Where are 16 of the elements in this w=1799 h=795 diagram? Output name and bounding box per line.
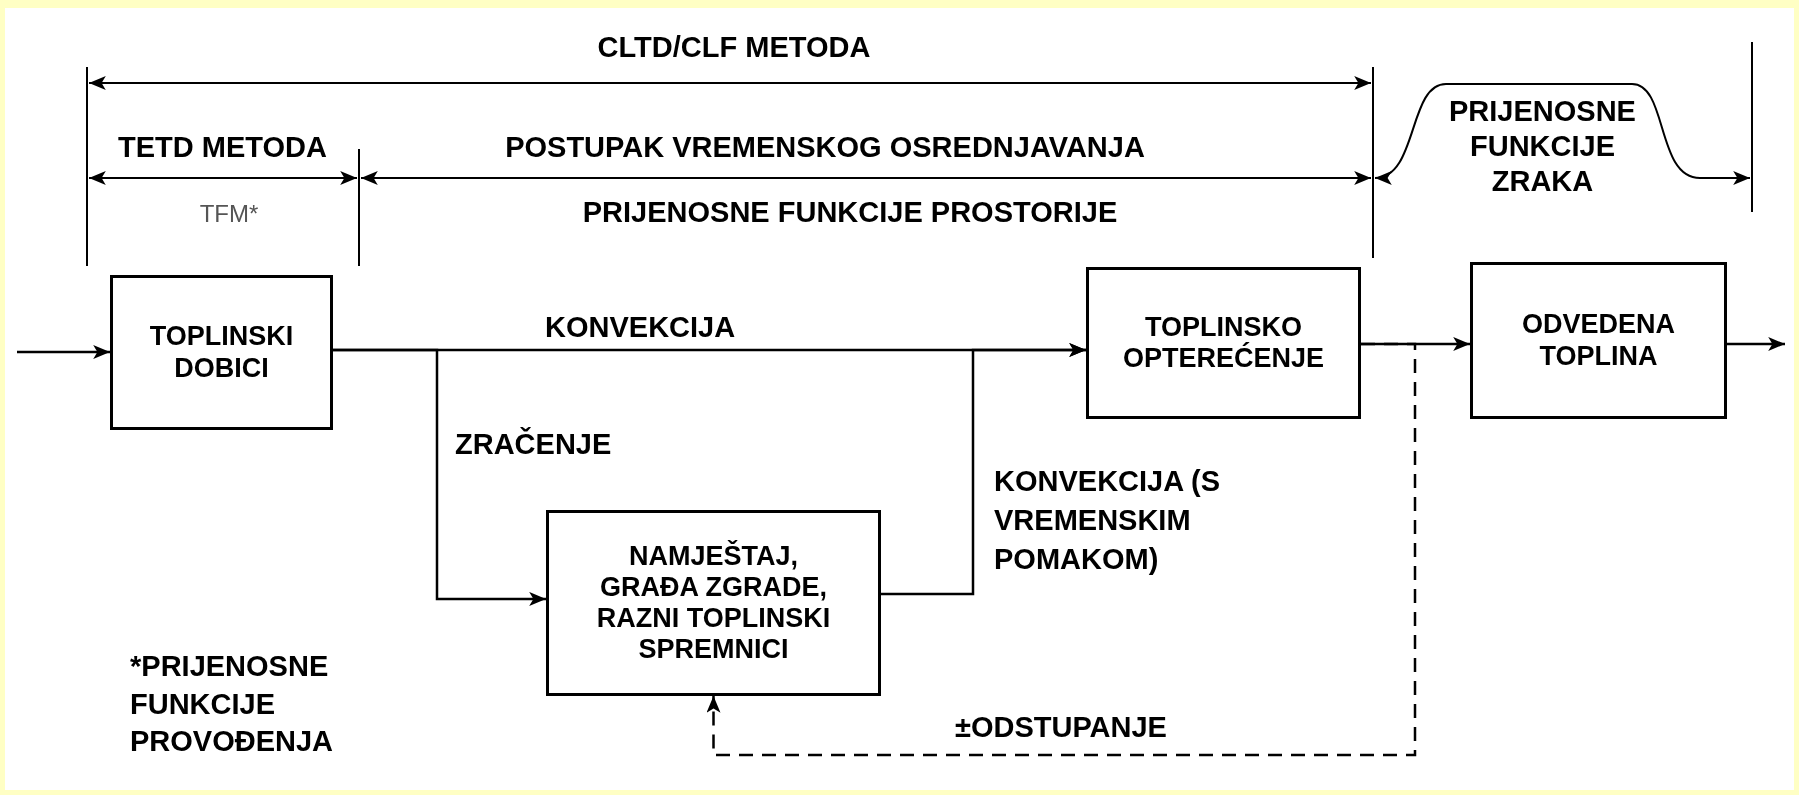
arrow bbox=[881, 343, 1086, 596]
arrow bbox=[17, 345, 110, 360]
annotation-text: PRIJENOSNE FUNKCIJE PROSTORIJE bbox=[581, 195, 1119, 230]
annotation-text: CLTD/CLF METODA bbox=[596, 30, 872, 65]
annotation-text: PRIJENOSNE FUNKCIJE ZRAKA bbox=[1448, 94, 1637, 199]
arrow bbox=[1727, 337, 1785, 351]
annotation-text: TFM* bbox=[198, 200, 260, 229]
process-box: TOPLINSKI DOBICI bbox=[110, 275, 333, 430]
annotation-text: POSTUPAK VREMENSKOG OSREDNJAVANJA bbox=[504, 130, 1146, 165]
process-box: TOPLINSKO OPTEREĆENJE bbox=[1086, 267, 1361, 419]
annotation-text: TETD METODA bbox=[117, 130, 328, 165]
process-box: NAMJEŠTAJ, GRAĐA ZGRADE, RAZNI TOPLINSKI SPREMNICI bbox=[546, 510, 881, 696]
dashed-arrow bbox=[706, 342, 1417, 757]
arrow bbox=[333, 348, 546, 606]
process-box: ODVEDENA TOPLINA bbox=[1470, 262, 1727, 419]
annotation-text: *PRIJENOSNE FUNKCIJE PROVOĐENJA bbox=[130, 649, 335, 760]
